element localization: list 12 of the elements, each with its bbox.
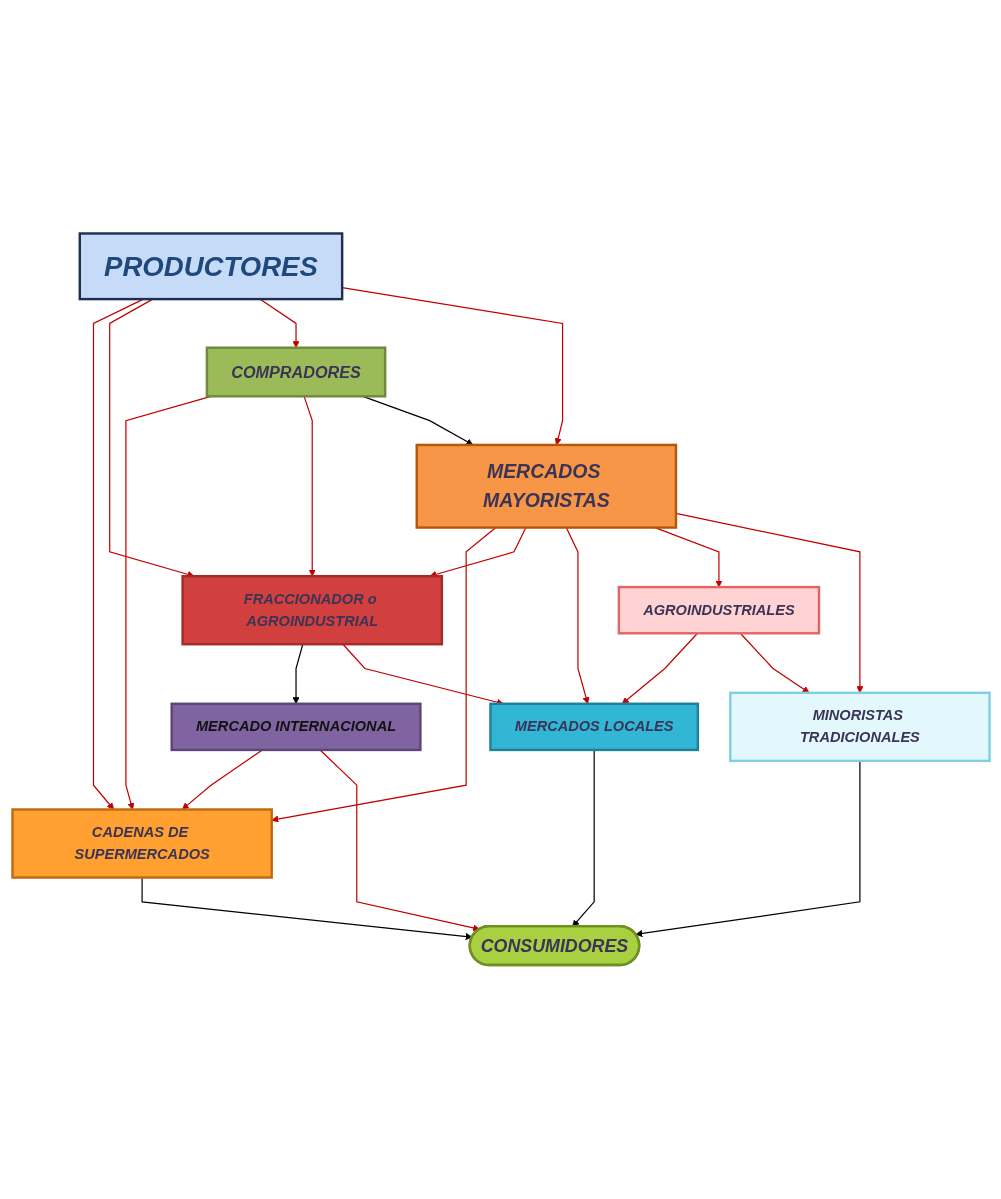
node-box: PRODUCTORES [78,232,343,301]
arrow [565,527,589,705]
node-box: COMPRADORES [205,346,386,398]
arrow [141,877,473,941]
node-box: MERCADOS MAYORISTAS [415,443,677,529]
node-box: AGROINDUSTRIALES [617,586,820,635]
node-box: MINORISTAS TRADICIONALES [728,691,991,763]
arrow [341,287,563,446]
node-box: MERCADOS LOCALES [488,702,699,752]
node-box: FRACCIONADOR o AGROINDUSTRIAL [180,575,443,646]
node-box: CADENAS DE SUPERMERCADOS [10,808,273,879]
node-box: MERCADO INTERNACIONAL [169,702,422,752]
